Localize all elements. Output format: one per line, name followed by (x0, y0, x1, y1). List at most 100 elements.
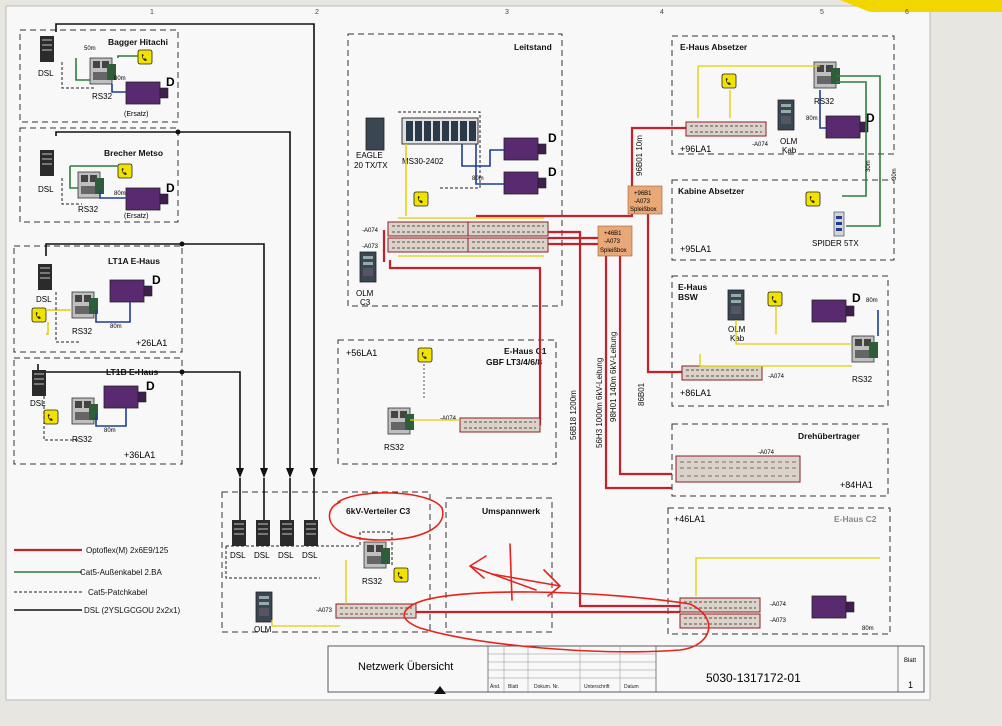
grid-number: 4 (660, 9, 664, 16)
svg-text:OLM: OLM (356, 289, 374, 298)
zone-title-ehaus-absetzer: E-Haus Absetzer (680, 42, 748, 52)
title-block: Netzwerk Übersicht Änd. Blatt Dokum. Nr.… (327, 645, 925, 694)
zone-ehaus-c2 (667, 507, 891, 635)
cable-label-96b01: 96B01 10m (635, 135, 644, 176)
svg-text:OLM: OLM (780, 137, 798, 146)
annotation-arrow-left (469, 555, 537, 591)
patch-panel (387, 237, 469, 253)
zone-drehuebertrager (671, 423, 889, 497)
location-code: +46LA1 (674, 514, 705, 524)
svg-text:80m: 80m (862, 626, 874, 632)
svg-text:50m: 50m (84, 46, 96, 52)
zone-title-ehaus-c2: E-Haus C2 (834, 514, 877, 524)
zone-kabine-absetzer (671, 179, 895, 261)
legend-dsl: DSL (2YSLGCGOU 2x2x1) (84, 606, 181, 615)
dsl-label: DSL (38, 185, 54, 194)
cable-label-56h3: 56H3 1000m 6kV-Leitung (595, 358, 604, 448)
dsl-label: DSL (254, 551, 270, 560)
zone-bagger (19, 29, 179, 123)
dsl-device (232, 520, 246, 546)
svg-text:-A073: -A073 (770, 618, 787, 624)
opto-line-86b01 (646, 186, 682, 374)
svg-text:80m: 80m (104, 428, 116, 434)
phone-icon (117, 163, 133, 179)
rs32-switch (363, 541, 391, 569)
zone-title-kabine-absetzer: Kabine Absetzer (678, 186, 745, 196)
svg-text:OLM: OLM (728, 325, 746, 334)
dsl-label: DSL (38, 69, 54, 78)
svg-text:-A073: -A073 (316, 608, 333, 614)
svg-text:Unterschrift: Unterschrift (584, 684, 610, 690)
location-code: +84HA1 (840, 480, 873, 490)
zone-leitstand (347, 33, 563, 307)
rs32-label: RS32 (384, 443, 405, 452)
svg-text:SPIDER 5TX: SPIDER 5TX (812, 239, 859, 248)
ms30-switch (401, 117, 479, 145)
phone-icon (43, 409, 59, 425)
svg-text:OLM: OLM (254, 625, 272, 634)
device-d-label: D (146, 379, 155, 393)
olm-module (359, 251, 377, 283)
svg-text:Spleißbox: Spleißbox (600, 248, 627, 254)
dsl-label: DSL (30, 399, 46, 408)
patch-panel (387, 221, 469, 237)
phone-icon (721, 73, 737, 89)
dsl-line-lt1b (37, 364, 241, 468)
svg-text:-A074: -A074 (440, 416, 457, 422)
svg-text:-A074: -A074 (752, 142, 769, 148)
rs32-label: RS32 (814, 97, 835, 106)
svg-text:-A073: -A073 (634, 199, 651, 205)
svg-text:30m: 30m (892, 168, 898, 180)
patch-panel (467, 221, 549, 237)
rs32-label: RS32 (852, 375, 873, 384)
svg-text:+96B1: +96B1 (634, 191, 652, 197)
drawing-title: Netzwerk Übersicht (358, 661, 453, 673)
dsl-label: DSL (278, 551, 294, 560)
svg-text:-A073: -A073 (604, 239, 621, 245)
rs32-label: RS32 (72, 327, 93, 336)
phone-icon (417, 347, 433, 363)
svg-text:+46B1: +46B1 (604, 231, 622, 237)
opto-line-56b18 (548, 230, 680, 608)
patch-panel (467, 237, 549, 253)
svg-text:(Ersatz): (Ersatz) (124, 111, 149, 118)
zone-lt1a (13, 245, 183, 353)
phone-icon (31, 307, 47, 323)
olm-module (777, 99, 795, 131)
dsl-line-lt1a (45, 243, 265, 468)
grid-number: 5 (820, 9, 824, 16)
zone-title-lt1a: LT1A E-Haus (108, 256, 160, 266)
legend-cat5-patch: Cat5-Patchkabel (88, 588, 147, 597)
dsl-label: DSL (36, 295, 52, 304)
zone-title-bagger: Bagger Hitachi (108, 37, 168, 47)
dsl-device (40, 36, 54, 62)
zone-ehaus-c1 (337, 339, 557, 465)
legend: Optoflex(M) 2x6E9/125 Cat5-Außenkabel 2.… (14, 546, 181, 615)
grid-number: 1 (150, 9, 154, 16)
opto-line-56h3 (548, 236, 672, 490)
zone-ehaus-bsw (671, 275, 889, 407)
rs32-switch (71, 397, 99, 425)
annotation-stroke (509, 543, 513, 601)
device-d-label: D (166, 75, 175, 89)
dsl-line-brecher (55, 131, 291, 468)
spider-switch (833, 211, 845, 237)
svg-text:-A073: -A073 (362, 244, 379, 250)
svg-text:Dokum. Nr.: Dokum. Nr. (534, 684, 559, 690)
annotation-arrow-right (491, 569, 561, 597)
olm-module (727, 289, 745, 321)
location-code: +36LA1 (124, 450, 155, 460)
zone-subtitle-ehaus-c1: GBF LT3/4/6/8 (486, 357, 542, 367)
zone-umspannwerk (445, 497, 553, 633)
rs32-switch (89, 57, 117, 85)
zone-lt1b (13, 357, 183, 465)
svg-text:Blatt: Blatt (904, 658, 916, 664)
svg-text:(Ersatz): (Ersatz) (124, 213, 149, 220)
zone-title-leitstand: Leitstand (514, 42, 552, 52)
zone-ehaus-absetzer (671, 35, 895, 155)
patch-panel (459, 417, 541, 433)
dsl-device (256, 520, 270, 546)
zone-title-ehaus-bsw-1: E-Haus (678, 282, 708, 292)
legend-optoflex: Optoflex(M) 2x6E9/125 (86, 546, 169, 555)
dsl-device (32, 370, 46, 396)
